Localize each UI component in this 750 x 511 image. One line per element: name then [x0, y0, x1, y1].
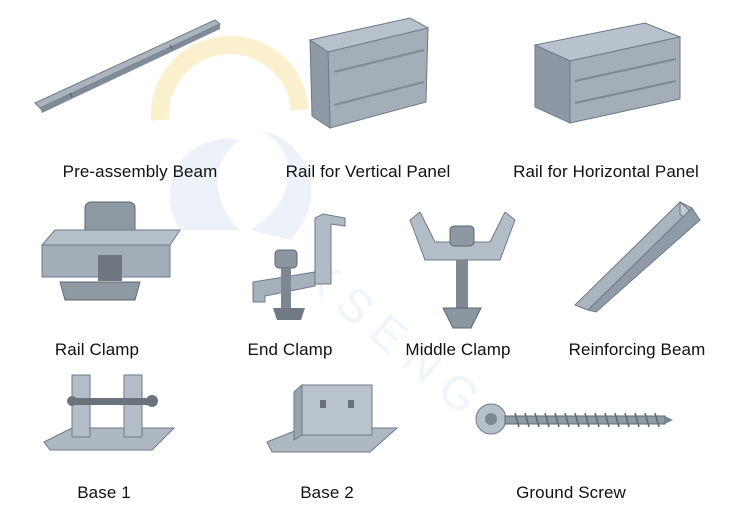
middle-clamp-image [405, 212, 520, 332]
ground-screw-image [475, 395, 675, 450]
base-2-image [262, 380, 402, 465]
rail-horizontal-panel-image [530, 15, 690, 125]
item-label: Rail Clamp [54, 340, 140, 359]
pre-assembly-beam-image [30, 15, 230, 115]
item-label: Ground Screw [516, 483, 626, 502]
item-label: Rail for Horizontal Panel [513, 162, 699, 181]
item-label: Base 2 [300, 483, 354, 502]
item-label: End Clamp [247, 340, 333, 359]
item-label: Reinforcing Beam [568, 340, 706, 359]
rail-vertical-panel-image [300, 10, 440, 135]
reinforcing-beam-image [570, 200, 705, 315]
rail-clamp-image [40, 200, 190, 320]
item-label: Middle Clamp [405, 340, 511, 359]
item-label: Base 1 [77, 483, 131, 502]
item-label: Pre-assembly Beam [62, 162, 218, 181]
item-label: Rail for Vertical Panel [285, 162, 451, 181]
end-clamp-image [245, 212, 355, 327]
base-1-image [42, 370, 177, 465]
